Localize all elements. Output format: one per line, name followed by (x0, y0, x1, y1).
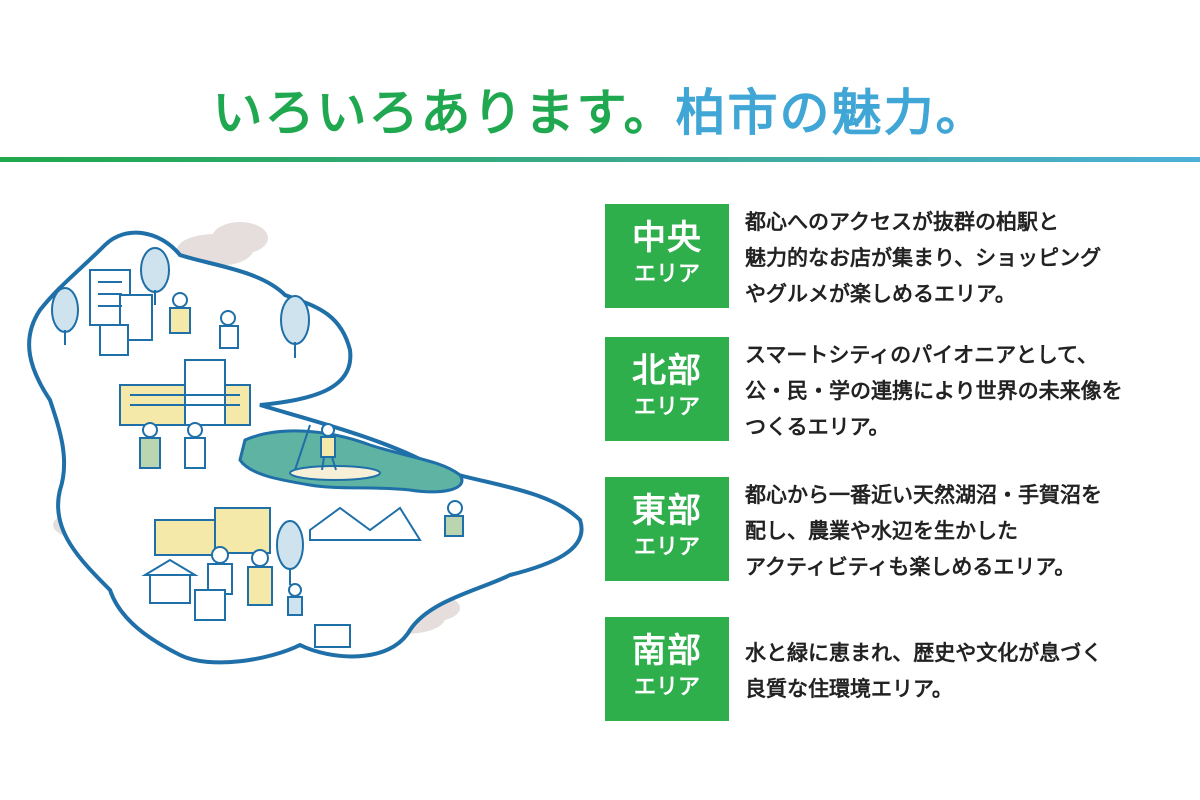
page-title: いろいろあります。柏市の魅力。 (0, 78, 1200, 148)
area-badge-central: 中央 エリア (605, 204, 729, 308)
area-badge-east: 東部 エリア (605, 477, 729, 581)
description-line: 配し、農業や水辺を生かした (745, 519, 1018, 543)
title-part-2: 柏市の魅力。 (675, 84, 988, 142)
area-central: 中央 エリア 都心へのアクセスが抜群の柏駅と 魅力的なお店が集まり、ショッピング… (605, 204, 1185, 308)
area-suffix: エリア (633, 395, 700, 420)
area-badge-south: 南部 エリア (605, 617, 729, 721)
area-description: 都心から一番近い天然湖沼・手賀沼を 配し、農業や水辺を生かした アクティビティも… (745, 477, 1185, 585)
description-line: 魅力的なお店が集まり、ショッピング (745, 246, 1102, 270)
buildings-north (89, 269, 153, 356)
paddler-figure (294, 423, 337, 471)
title-part-1: いろいろあります。 (212, 84, 676, 142)
area-name: 南部 (632, 631, 702, 671)
area-south: 南部 エリア 水と緑に恵まれ、歴史や文化が息づく 良質な住環境エリア。 (605, 617, 1185, 721)
area-name: 東部 (632, 491, 702, 531)
description-line: アクティビティも楽しめるエリア。 (745, 555, 1076, 579)
description-line: やグルメが楽しめるエリア。 (745, 282, 1016, 306)
description-line: 良質な住環境エリア。 (745, 677, 953, 701)
area-suffix: エリア (633, 262, 700, 287)
description-line: 公・民・学の連携により世界の未来像を (745, 379, 1123, 403)
area-name: 北部 (632, 351, 702, 391)
area-name: 中央 (632, 218, 702, 258)
description-line: 都心から一番近い天然湖沼・手賀沼を (745, 483, 1102, 507)
area-suffix: エリア (633, 675, 700, 700)
description-line: つくるエリア。 (745, 415, 890, 439)
area-east: 東部 エリア 都心から一番近い天然湖沼・手賀沼を 配し、農業や水辺を生かした ア… (605, 477, 1185, 581)
kashiwa-map-illustration (27, 222, 584, 665)
description-line: 水と緑に恵まれ、歴史や文化が息づく (745, 641, 1103, 665)
area-north: 北部 エリア スマートシティのパイオニアとして、 公・民・学の連携により世界の未… (605, 337, 1185, 441)
area-description: スマートシティのパイオニアとして、 公・民・学の連携により世界の未来像を つくる… (745, 337, 1185, 445)
tree-icon (51, 247, 310, 585)
description-line: 都心へのアクセスが抜群の柏駅と (745, 210, 1059, 234)
description-line: スマートシティのパイオニアとして、 (745, 343, 1099, 367)
station-buildings (119, 359, 251, 426)
title-divider (0, 157, 1200, 162)
area-description: 水と緑に恵まれ、歴史や文化が息づく 良質な住環境エリア。 (745, 635, 1185, 707)
area-description: 都心へのアクセスが抜群の柏駅と 魅力的なお店が集まり、ショッピング やグルメが楽… (745, 204, 1185, 312)
area-suffix: エリア (633, 535, 700, 560)
area-badge-north: 北部 エリア (605, 337, 729, 441)
people-figures (139, 292, 464, 621)
